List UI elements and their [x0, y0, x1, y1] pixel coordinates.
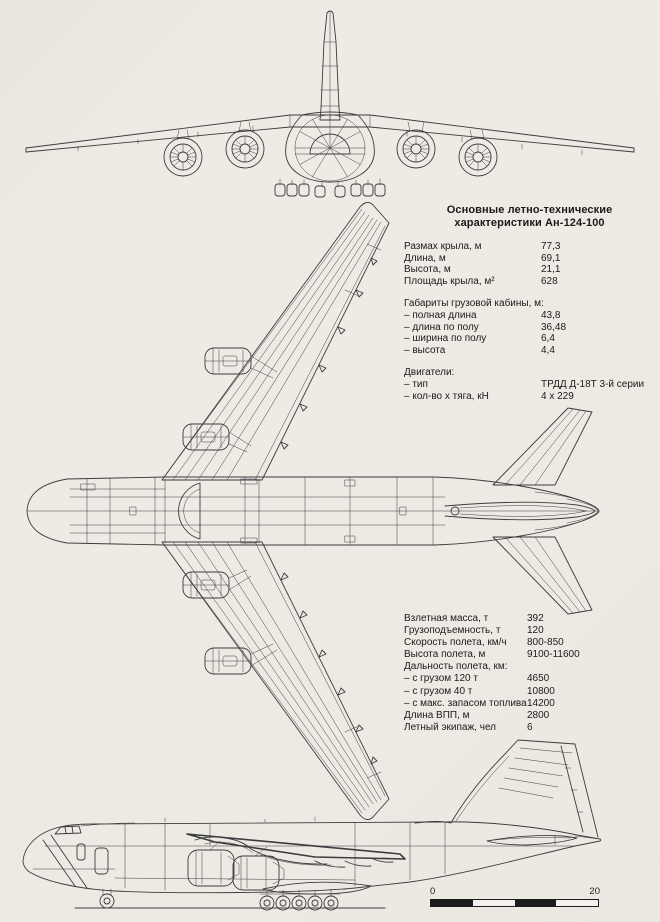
- spec-row: Длина ВПП, м 2800: [404, 710, 654, 722]
- top-view-drawing: [15, 196, 645, 816]
- spec-value: 14200: [527, 697, 555, 709]
- fin-plan: [445, 502, 595, 520]
- scale-bar-labels: 0 20: [430, 886, 600, 897]
- spec-label: – длина по полу: [404, 321, 479, 333]
- scale-segment-empty: [473, 900, 515, 906]
- front-view-drawing: [18, 8, 642, 198]
- spec-row: Размах крыла, м 77,3: [404, 241, 654, 253]
- spec-label: Длина, м: [404, 252, 446, 264]
- title-line-1: Основные летно-технические: [446, 204, 613, 216]
- page-title: Основные летно-технические характеристик…: [437, 204, 622, 229]
- spec-row: Грузоподъемность, т 120: [404, 625, 654, 637]
- spec-row: – кол-во х тяга, кН 4 х 229: [404, 391, 654, 403]
- spec-label: Габариты грузовой кабины, м:: [404, 298, 544, 310]
- spec-label: Скорость полета, км/ч: [404, 637, 507, 649]
- side-view-drawing: [15, 728, 645, 916]
- spec-row: Площадь крыла, м² 628: [404, 276, 654, 288]
- spec-row: Высота полета, м 9100-11600: [404, 649, 654, 661]
- title-line-2: характеристики Ан-124-100: [454, 216, 605, 229]
- spec-label: – кол-во х тяга, кН: [404, 390, 489, 402]
- specs-table-lower: Взлетная масса, т 392 Грузоподъемность, т…: [404, 613, 654, 734]
- spec-row: – с грузом 120 т 4650: [404, 673, 654, 685]
- spec-label: – полная длина: [404, 309, 477, 321]
- horizontal-stab-side: [487, 835, 600, 845]
- spec-label: – тип: [404, 378, 428, 390]
- spec-value: 43,8: [541, 309, 561, 321]
- spec-row: Дальность полета, км:: [404, 661, 654, 673]
- spec-value: 4 х 229: [541, 390, 574, 402]
- spec-row: – длина по полу 36,48: [404, 322, 654, 334]
- scale-bar-start-label: 0: [430, 886, 436, 897]
- spec-row: – полная длина 43,8: [404, 310, 654, 322]
- gear-fairing: [263, 882, 371, 894]
- vertical-fin: [415, 740, 598, 837]
- scale-bar-segments: [430, 899, 599, 907]
- right-wing-plan: [162, 202, 389, 480]
- spec-value: 120: [527, 625, 544, 637]
- spec-label: – высота: [404, 344, 446, 356]
- specs-table-upper: Размах крыла, м 77,3 Длина, м 69,1 Высота,…: [404, 241, 654, 402]
- cockpit-windows: [55, 823, 135, 834]
- spec-label: Площадь крыла, м²: [404, 275, 495, 287]
- left-wing-plan: [162, 542, 389, 820]
- spec-label: – с грузом 40 т: [404, 685, 473, 697]
- spec-value: 69,1: [541, 252, 561, 264]
- spec-label: Высота, м: [404, 264, 451, 276]
- side-engines: [188, 841, 284, 890]
- spec-value: 21,1: [541, 264, 561, 276]
- spec-value: 2800: [527, 709, 550, 721]
- spec-row: Взлетная масса, т 392: [404, 613, 654, 625]
- spec-value: 392: [527, 613, 544, 624]
- spec-row: Габариты грузовой кабины, м:: [404, 298, 654, 310]
- spec-row: – высота 4,4: [404, 345, 654, 357]
- spec-row: – тип ТРДД Д-18Т 3-й серии: [404, 379, 654, 391]
- front-fuselage: [286, 112, 375, 182]
- spec-label: Высота полета, м: [404, 649, 486, 661]
- spec-row: Двигатели:: [404, 367, 654, 379]
- spec-label: – ширина по полу: [404, 333, 487, 345]
- spec-value: 9100-11600: [527, 649, 580, 661]
- spec-row: Скорость полета, км/ч 800-850: [404, 637, 654, 649]
- front-landing-gear: [275, 179, 385, 197]
- spec-row: Высота, м 21,1: [404, 264, 654, 276]
- scale-bar-end-label: 20: [589, 886, 600, 897]
- spec-label: Грузоподъемность, т: [404, 625, 501, 637]
- spec-value: 6: [527, 721, 533, 733]
- spec-value: 77,3: [541, 241, 561, 252]
- tail-cone: [535, 492, 598, 530]
- scale-segment-filled: [431, 900, 473, 906]
- scale-bar: 0 20: [430, 886, 600, 907]
- spec-value: 800-850: [527, 637, 564, 649]
- spec-value: 36,48: [541, 321, 567, 333]
- spec-value: 628: [541, 275, 558, 287]
- spec-label: Взлетная масса, т: [404, 613, 489, 624]
- spec-row: – ширина по полу 6,4: [404, 333, 654, 345]
- horizontal-stabs-plan: [493, 408, 592, 614]
- plan-fuselage: [27, 477, 599, 545]
- spec-row: Длина, м 69,1: [404, 253, 654, 265]
- spec-label: Длина ВПП, м: [404, 709, 470, 721]
- spec-row: Летный экипаж, чел 6: [404, 722, 654, 734]
- spec-label: Размах крыла, м: [404, 241, 482, 252]
- scale-segment-empty: [556, 900, 598, 906]
- spec-label: Дальность полета, км:: [404, 661, 508, 673]
- plan-engines: [182, 347, 277, 675]
- spec-label: Летный экипаж, чел: [404, 721, 497, 733]
- scale-segment-filled: [514, 900, 557, 906]
- spec-label: – с грузом 120 т: [404, 673, 478, 685]
- spec-value: 4650: [527, 673, 550, 685]
- spec-value: ТРДД Д-18Т 3-й серии: [541, 378, 645, 390]
- spec-value: 10800: [527, 685, 555, 697]
- landing-gear: [100, 889, 340, 910]
- front-fin: [320, 11, 340, 120]
- front-engines: [163, 122, 498, 177]
- spec-value: 4,4: [541, 344, 555, 356]
- spec-value: 6,4: [541, 333, 555, 345]
- spec-label: Двигатели:: [404, 367, 455, 379]
- side-fuselage: [23, 817, 601, 893]
- side-wing: [187, 834, 405, 867]
- spec-row: – с грузом 40 т 10800: [404, 686, 654, 698]
- spec-label: – с макс. запасом топлива: [404, 697, 527, 709]
